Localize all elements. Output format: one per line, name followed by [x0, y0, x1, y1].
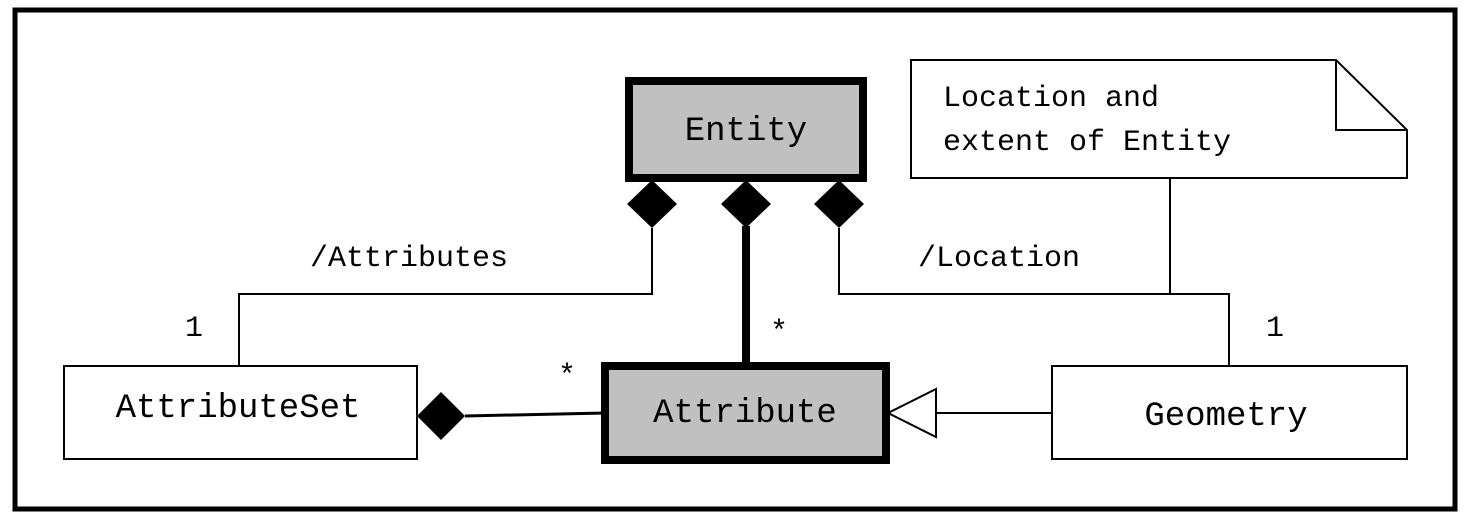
- role-location: /Location: [918, 242, 1080, 276]
- note-shape: [910, 59, 1408, 179]
- note-text-line2: extent of Entity: [943, 126, 1231, 160]
- geometry-class-box: [1051, 365, 1408, 460]
- location-composition-diamond: [814, 180, 864, 228]
- generalization: [885, 387, 1052, 439]
- role-attributes: /Attributes: [310, 242, 508, 276]
- entity-class[interactable]: Entity: [625, 77, 867, 182]
- attributeset-class-name: AttributeSet: [116, 390, 361, 428]
- attributeset-attribute-composition-diamond: [417, 392, 465, 440]
- note-text-line1: Location and: [943, 82, 1159, 116]
- entity-attribute-composition: [721, 180, 771, 366]
- attribute-class[interactable]: Attribute: [601, 362, 890, 464]
- attributes-composition: [238, 180, 677, 366]
- attributeset-attribute-composition: [417, 392, 606, 440]
- entity-class-name: Entity: [685, 113, 807, 151]
- location-composition: [814, 180, 1230, 366]
- multiplicity-attributeset: 1: [185, 312, 203, 346]
- geometry-class[interactable]: Geometry: [1051, 365, 1408, 460]
- multiplicity-attributeset-attribute: *: [558, 360, 576, 394]
- attribute-class-name: Attribute: [653, 395, 837, 433]
- geometry-class-name: Geometry: [1144, 398, 1307, 436]
- multiplicity-entity-attribute: *: [770, 316, 788, 350]
- attributes-association-line: [238, 228, 653, 366]
- entity-attribute-composition-diamond: [721, 180, 771, 228]
- note: Location and extent of Entity: [910, 59, 1408, 294]
- attributeset-class-box: [63, 365, 418, 460]
- attributes-composition-diamond: [627, 180, 677, 228]
- attributeset-attribute-line: [464, 411, 606, 418]
- note-fold: [1335, 60, 1407, 131]
- location-association-line: [838, 228, 1230, 366]
- entity-class-box: [625, 77, 867, 182]
- attributeset-class[interactable]: AttributeSet: [63, 365, 418, 460]
- multiplicity-geometry: 1: [1266, 312, 1284, 346]
